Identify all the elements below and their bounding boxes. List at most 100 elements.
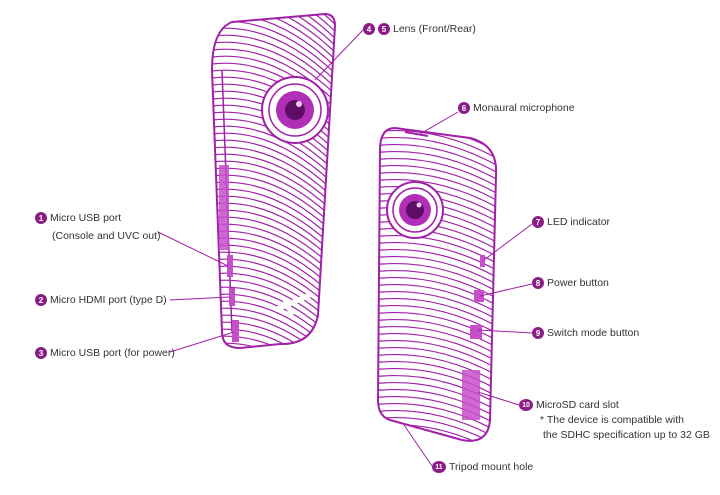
hatch-line: [212, 34, 335, 93]
hatch-line: [212, 132, 335, 191]
hatch-line: [378, 367, 497, 399]
hatch-line: [378, 248, 497, 280]
label-console-uvc: (Console and UVC out): [52, 230, 161, 242]
label-monaural-microphone: Monaural microphone: [473, 102, 575, 114]
note-sdhc-spec: the SDHC specification up to 32 GB: [543, 429, 710, 441]
switch-mode-button: [470, 325, 482, 339]
hatch-line: [378, 318, 497, 350]
badge-10: 10: [519, 399, 533, 411]
label-power-button: Power button: [547, 277, 609, 289]
leader-10: [477, 391, 520, 406]
callout-6: 6 Monaural microphone: [458, 102, 575, 114]
badge-5: 5: [378, 23, 390, 35]
hatch-line: [378, 283, 497, 315]
label-micro-hdmi: Micro HDMI port (type D): [50, 294, 167, 306]
hatch-line: [378, 297, 497, 329]
leader-11: [403, 424, 433, 467]
badge-7: 7: [532, 216, 544, 228]
hatch-line: [378, 227, 497, 259]
hatch-line: [212, 328, 335, 348]
leader-3: [169, 331, 235, 353]
hatch-line: [378, 164, 497, 196]
badge-3: 3: [35, 347, 47, 359]
callout-2: 2 Micro HDMI port (type D): [35, 294, 167, 306]
hatch-line: [378, 157, 497, 189]
leader-45: [314, 29, 364, 81]
hatch-line: [378, 402, 497, 434]
leader-6: [419, 111, 459, 135]
note-compatibility: * The device is compatible with: [540, 414, 684, 426]
label-micro-usb-power: Micro USB port (for power): [50, 347, 175, 359]
led-indicator: [480, 255, 485, 267]
device-front-view: [205, 12, 340, 414]
hatch-line: [212, 41, 335, 100]
hatch-line: [212, 14, 335, 37]
hatch-line: [378, 360, 497, 392]
label-micro-usb-console: Micro USB port: [50, 212, 122, 224]
hatch-line: [205, 357, 340, 414]
hatch-line: [378, 241, 497, 273]
hatch-line: [378, 143, 497, 175]
label-lens: Lens (Front/Rear): [393, 23, 476, 35]
hatch-line: [378, 262, 497, 294]
device-b-hatch: [378, 128, 497, 441]
hatch-line: [212, 14, 335, 16]
callout-1: 1 Micro USB port: [35, 212, 121, 224]
hatch-line: [378, 136, 497, 168]
hatch-line: [378, 269, 497, 301]
tripod-mark-a: [274, 292, 311, 317]
hatch-line: [205, 350, 340, 407]
front-lens: [261, 76, 329, 144]
hatch-line: [378, 395, 497, 427]
hatch-line: [378, 374, 497, 406]
hatch-line: [212, 48, 335, 107]
badge-2: 2: [35, 294, 47, 306]
leader-8: [479, 283, 533, 297]
hatch-line: [378, 346, 497, 378]
callout-11: 11 Tripod mount hole: [432, 461, 533, 473]
hatch-line: [378, 353, 497, 385]
callout-10: 10 MicroSD card slot: [519, 399, 619, 411]
device-b-outline: [376, 126, 498, 442]
hatch-line: [212, 321, 335, 348]
hatch-line: [378, 430, 497, 441]
hatch-line: [212, 139, 335, 198]
hatch-line: [378, 255, 497, 287]
label-tripod-mount-hole: Tripod mount hole: [449, 461, 534, 473]
hatch-line: [378, 276, 497, 308]
badge-1: 1: [35, 212, 47, 224]
microphone-mark: [404, 131, 429, 137]
hatch-line: [212, 125, 335, 184]
badge-11: 11: [432, 461, 446, 473]
device-rear-view: [376, 126, 498, 442]
leader-2: [169, 296, 231, 301]
hatch-line: [378, 332, 497, 364]
port-hdmi: [229, 288, 235, 306]
callout-7: 7 LED indicator: [532, 216, 610, 228]
callout-8: 8 Power button: [532, 277, 609, 289]
microsd-slot: [462, 370, 480, 420]
leader-9: [477, 329, 533, 334]
hatch-line: [378, 171, 497, 203]
hatch-line: [378, 388, 497, 420]
badge-4: 4: [363, 23, 375, 35]
hatch-line: [378, 178, 497, 210]
badge-8: 8: [532, 277, 544, 289]
callout-9: 9 Switch mode button: [532, 327, 639, 339]
callout-4-5: 4 5 Lens (Front/Rear): [363, 23, 476, 35]
hatch-line: [212, 14, 335, 51]
port-usb-console: [227, 255, 233, 277]
leader-1: [157, 231, 229, 267]
hatch-line: [378, 150, 497, 182]
device-a-outline: [210, 12, 337, 350]
callout-3: 3 Micro USB port (for power): [35, 347, 175, 359]
hatch-line: [378, 311, 497, 343]
hatch-line: [378, 381, 497, 413]
hatch-line: [378, 304, 497, 336]
power-button: [474, 290, 484, 302]
hatch-line: [378, 234, 497, 266]
hatch-line: [212, 342, 335, 348]
hatch-line: [378, 325, 497, 357]
port-usb-power: [232, 320, 239, 342]
